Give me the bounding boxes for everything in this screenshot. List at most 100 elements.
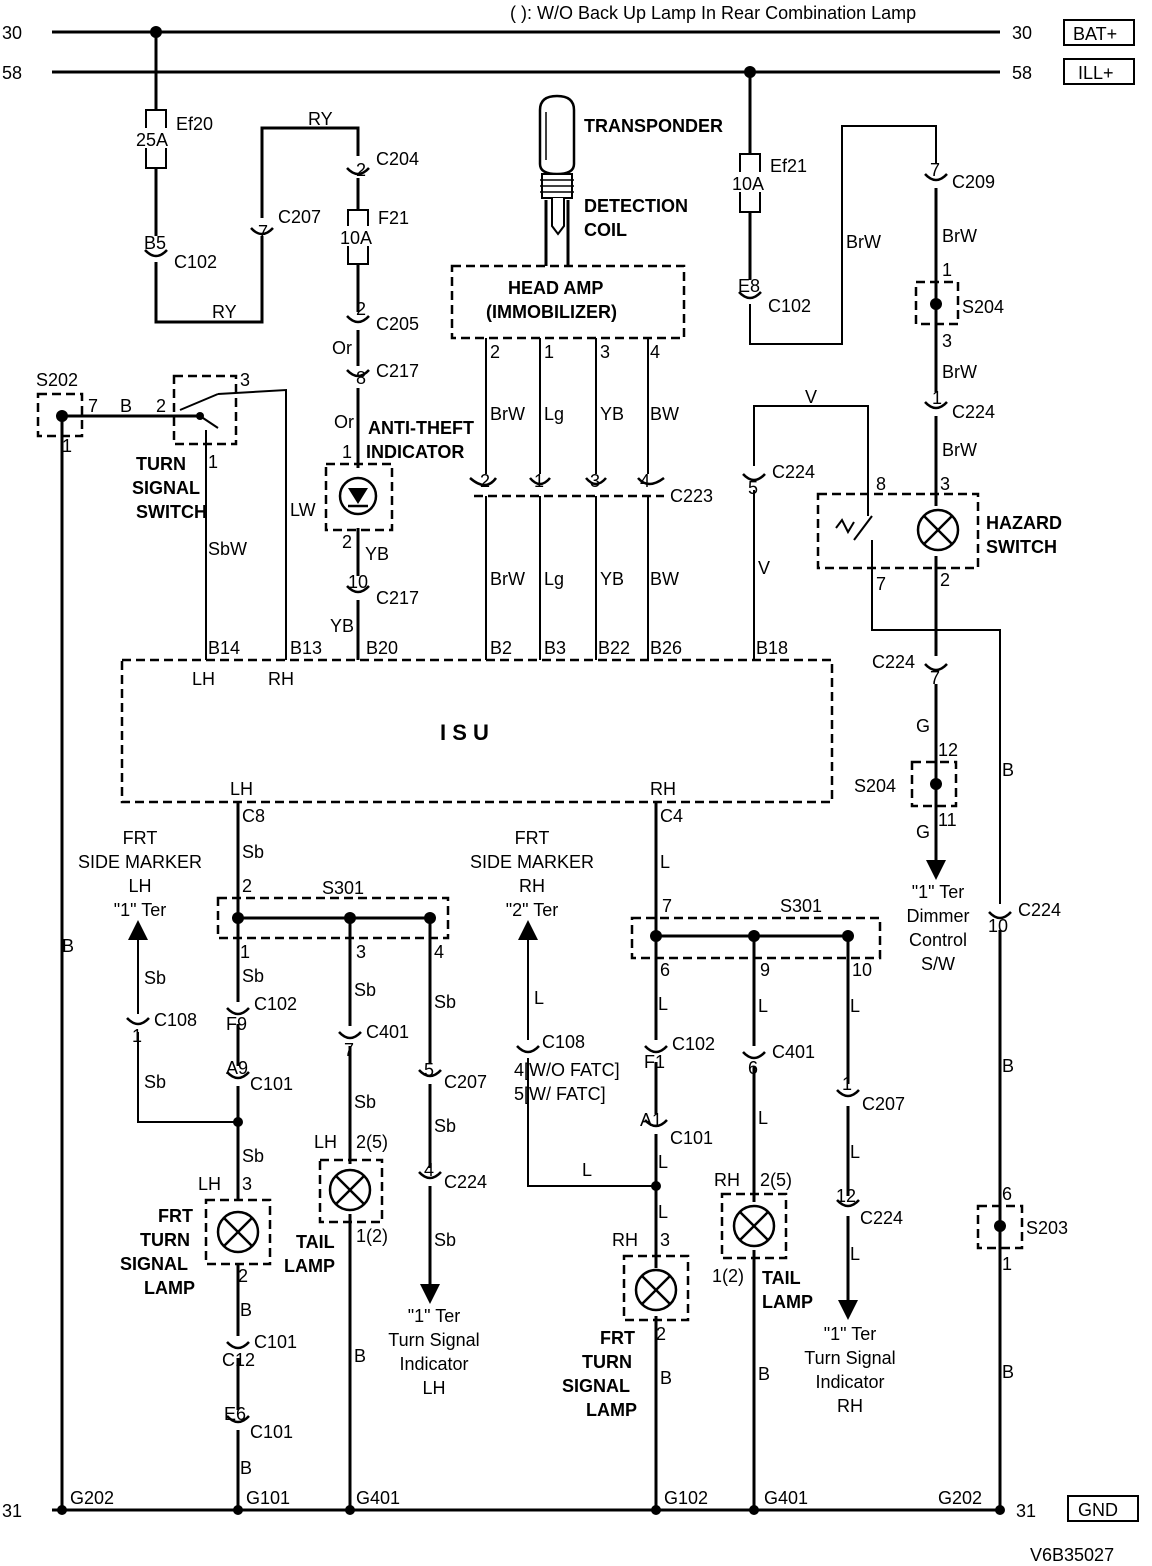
connector-b5: [144, 249, 168, 258]
transponder-title: TRANSPONDER: [584, 116, 723, 136]
diagram-label: B18: [756, 638, 788, 658]
turn-ind-rh-ref-1: "1" Ter: [824, 1324, 876, 1344]
detection-coil-title-2: COIL: [584, 220, 627, 240]
s301-rh-box: [630, 916, 882, 960]
tail-lh-lamp-icon: [328, 1168, 372, 1212]
diagram-label: B22: [598, 638, 630, 658]
diagram-label: 1: [544, 342, 554, 362]
s202-box: [36, 392, 84, 438]
diagram-label: Sb: [434, 1230, 456, 1250]
arrow-down-rh-icon: [838, 1300, 858, 1320]
connector-c223-pin3: [585, 477, 607, 486]
dimmer-ref-4: S/W: [921, 954, 955, 974]
diagram-label: 3: [600, 342, 610, 362]
diagram-label: 2: [342, 532, 352, 552]
diagram-label: 2: [242, 876, 252, 896]
diagram-label: L: [658, 994, 668, 1014]
frt-side-rh-ref-3: RH: [519, 876, 545, 896]
wires: [60, 32, 1002, 1510]
diagram-label: 2(5): [356, 1132, 388, 1152]
diagram-label: L: [658, 1152, 668, 1172]
diagram-label: Or: [332, 338, 352, 358]
connector-c108-rh: [516, 1045, 540, 1054]
rail-ill-right: 58: [1012, 63, 1032, 83]
diagram-label: C102: [672, 1034, 715, 1054]
diagram-label: 1: [1002, 1254, 1012, 1274]
diagram-label: 5[W/ FATC]: [514, 1084, 606, 1104]
isu-box: [120, 658, 834, 804]
tail-rh-box: [720, 1192, 788, 1260]
diagram-label: C217: [376, 361, 419, 381]
diagram-label: 2(5): [760, 1170, 792, 1190]
diagram-label: 6: [660, 960, 670, 980]
diagram-label: 8: [356, 368, 366, 388]
hazard-title-2: SWITCH: [986, 537, 1057, 557]
diagram-label: L: [758, 1108, 768, 1128]
arrow-down-dimmer-icon: [926, 860, 946, 880]
diagram-label: 10: [348, 572, 368, 592]
diagram-label: G401: [764, 1488, 808, 1508]
connector-c207-rh: [836, 1089, 860, 1098]
diagram-label: Sb: [144, 1072, 166, 1092]
connector-c108-lh: [126, 1017, 150, 1026]
diagram-label: 4[W/O FATC]: [514, 1060, 620, 1080]
diagram-label: 2: [238, 1266, 248, 1286]
diagram-label: E6: [224, 1404, 246, 1424]
diagram-label: C224: [872, 652, 915, 672]
diagram-label: B: [120, 396, 132, 416]
diagram-label: V: [805, 387, 817, 407]
diagram-label: BW: [650, 569, 679, 589]
connector-c207-top: [250, 227, 274, 236]
diagram-label: 3: [240, 370, 250, 390]
arrows: [128, 860, 946, 1320]
diagram-label: Sb: [354, 1092, 376, 1112]
connector-c224-lh: [418, 1171, 442, 1180]
diagram-label: 1: [208, 452, 218, 472]
connector-c223-pin4: [637, 476, 665, 486]
component-titles: TRANSPONDER DETECTION COIL HEAD AMP (IMM…: [120, 116, 1062, 1420]
diagram-label: B: [1002, 1056, 1014, 1076]
diagram-label: 3: [356, 942, 366, 962]
diagram-label: 1(2): [356, 1226, 388, 1246]
page-references: FRT SIDE MARKER LH "1" Ter FRT SIDE MARK…: [78, 828, 970, 1416]
diagram-label: C102: [768, 296, 811, 316]
diagram-label: F9: [226, 1014, 247, 1034]
diagram-label: F1: [644, 1052, 665, 1072]
diagram-label: RH: [650, 779, 676, 799]
diagram-label: LH: [192, 669, 215, 689]
diagram-label: C12: [222, 1350, 255, 1370]
diagram-label: G: [916, 822, 930, 842]
head-amp-title-1: HEAD AMP: [508, 278, 603, 298]
diagram-label: B14: [208, 638, 240, 658]
diagram-label: C217: [376, 588, 419, 608]
diagram-label: Or: [334, 412, 354, 432]
connector-c204: [346, 167, 370, 176]
diagram-label: RY: [308, 109, 333, 129]
tail-rh-lamp-icon: [732, 1204, 776, 1248]
hazard-lamp-icon: [916, 508, 960, 552]
frt-side-lh-ref-1: FRT: [123, 828, 158, 848]
anti-theft-title-1: ANTI-THEFT: [368, 418, 474, 438]
diagram-label: 2: [940, 570, 950, 590]
diagram-label: C102: [174, 252, 217, 272]
diagram-label: Sb: [242, 842, 264, 862]
connector-c224c: [924, 663, 948, 672]
tail-lh-box: [318, 1158, 384, 1224]
diagram-label: 6: [1002, 1184, 1012, 1204]
s204-bottom-box: [910, 760, 958, 808]
connector-e6: [226, 1415, 250, 1424]
diagram-label: 8: [876, 474, 886, 494]
fuse-ef21-rating: 10A: [732, 174, 764, 194]
diagram-label: C102: [254, 994, 297, 1014]
bat-tag-box: [1063, 19, 1135, 46]
arrow-down-lh-icon: [420, 1284, 440, 1304]
diagram-label: B26: [650, 638, 682, 658]
diagram-label: C224: [444, 1172, 487, 1192]
diagram-label: 5: [424, 1060, 434, 1080]
diagram-label: C401: [366, 1022, 409, 1042]
diagram-label: B5: [144, 233, 166, 253]
diagram-label: 2: [490, 342, 500, 362]
diagram-label: G202: [70, 1488, 114, 1508]
diagram-label: S203: [1026, 1218, 1068, 1238]
diagram-label: 7: [258, 222, 268, 242]
